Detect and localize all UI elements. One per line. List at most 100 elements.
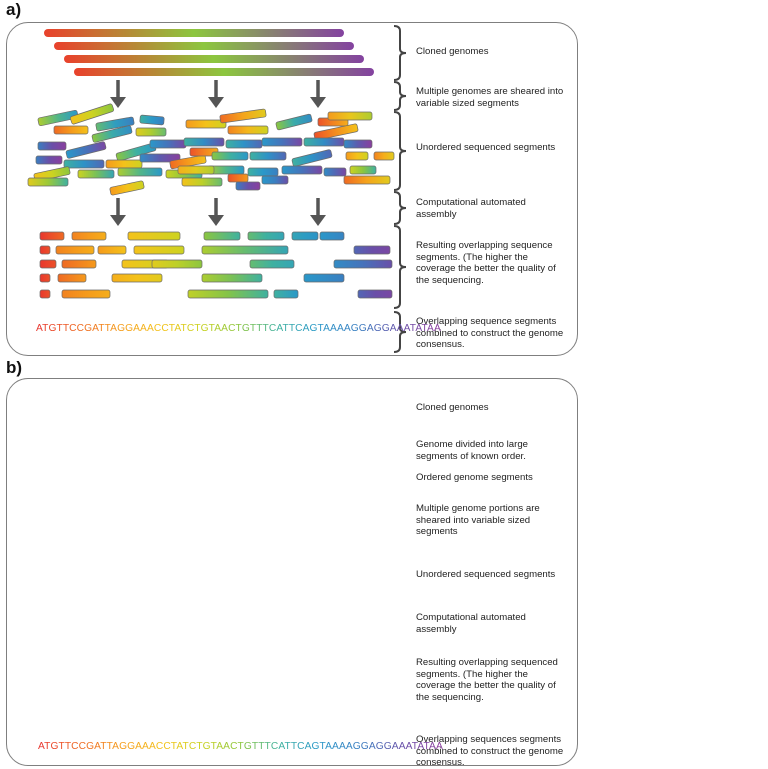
unordered-segment-a xyxy=(291,149,333,167)
arrow-a-shear-0 xyxy=(110,80,126,108)
unordered-segment-a xyxy=(345,151,369,161)
unordered-segment-a xyxy=(261,175,289,185)
unordered-segment-a xyxy=(225,139,263,149)
overlap-segment-a xyxy=(127,231,181,241)
overlap-segment-a xyxy=(357,289,393,299)
overlap-segment-a xyxy=(203,231,241,241)
step-a3-label: Unordered sequenced segments xyxy=(416,142,556,153)
overlap-segment-a xyxy=(39,259,57,269)
step-b3-label: Ordered genome segments xyxy=(416,472,533,483)
unordered-segment-a xyxy=(227,173,249,183)
consensus-sequence-b: ATGTTCCGATTAGGAAACCTATCTGTAACTGTTTCATTCA… xyxy=(38,741,443,752)
unordered-segment-a xyxy=(37,141,67,151)
unordered-segment-a xyxy=(247,167,279,177)
unordered-segment-a xyxy=(281,165,323,175)
step-a5-label: Resulting overlapping sequence segments.… xyxy=(416,240,556,286)
unordered-segment-a xyxy=(227,125,269,135)
panel-b xyxy=(6,378,578,766)
bracket-a5 xyxy=(393,225,407,309)
unordered-segment-a xyxy=(65,141,107,159)
panel-a-letter: a) xyxy=(6,0,22,19)
cloned-genome-a3 xyxy=(64,55,364,63)
unordered-segment-a xyxy=(303,137,345,147)
unordered-segment-a xyxy=(27,177,69,187)
unordered-segment-a xyxy=(211,151,249,161)
unordered-segment-a xyxy=(139,114,165,126)
cloned-genome-a2 xyxy=(54,42,354,50)
unordered-segment-a xyxy=(149,139,187,149)
bracket-a6 xyxy=(393,311,407,353)
unordered-segment-a xyxy=(249,151,287,161)
cloned-genome-a1 xyxy=(44,29,344,37)
overlap-segment-a xyxy=(291,231,319,241)
step-b1-label: Cloned genomes xyxy=(416,402,489,413)
panel-a xyxy=(6,22,578,356)
step-b2-label: Genome divided into large segments of kn… xyxy=(416,439,528,462)
step-a1-label: Cloned genomes xyxy=(416,46,489,57)
step-b7-label: Resulting overlapping sequenced segments… xyxy=(416,657,558,703)
arrow-a-assembly-1 xyxy=(208,198,224,226)
unordered-segment-a xyxy=(181,177,223,187)
bracket-a4 xyxy=(393,191,407,225)
consensus-sequence-a: ATGTTCCGATTAGGAAACCTATCTGTAACTGTTTCATTCA… xyxy=(36,323,441,334)
overlap-segment-a xyxy=(201,273,263,283)
overlap-segment-a xyxy=(273,289,299,299)
overlap-segment-a xyxy=(247,231,285,241)
unordered-segment-a xyxy=(261,137,303,147)
unordered-segment-a xyxy=(35,155,63,165)
unordered-segment-a xyxy=(275,113,313,131)
cloned-genome-a4 xyxy=(74,68,374,76)
overlap-segment-a xyxy=(39,289,51,299)
overlap-segment-a xyxy=(61,289,111,299)
overlap-segment-a xyxy=(39,273,51,283)
unordered-segment-a xyxy=(343,139,373,149)
unordered-segment-a xyxy=(37,109,79,127)
overlap-segment-a xyxy=(39,245,51,255)
bracket-a1 xyxy=(393,25,407,81)
unordered-segment-a xyxy=(185,119,227,129)
unordered-segment-a xyxy=(177,165,215,175)
arrow-a-assembly-2 xyxy=(310,198,326,226)
overlap-segment-a xyxy=(39,231,65,241)
overlap-segment-a xyxy=(71,231,107,241)
unordered-segment-a xyxy=(135,127,167,137)
step-b8-label: Overlapping sequences segments combined … xyxy=(416,734,564,768)
overlap-segment-a xyxy=(187,289,269,299)
unordered-segment-a xyxy=(343,175,391,185)
overlap-segment-a xyxy=(97,245,127,255)
overlap-segment-a xyxy=(111,273,163,283)
unordered-segment-a xyxy=(53,125,89,135)
arrow-a-shear-1 xyxy=(208,80,224,108)
unordered-segment-a xyxy=(91,125,133,143)
unordered-segment-a xyxy=(109,180,145,196)
unordered-segment-a xyxy=(235,181,261,191)
step-a2-label: Multiple genomes are sheared into variab… xyxy=(416,86,564,109)
overlap-segment-a xyxy=(353,245,391,255)
unordered-segment-a xyxy=(95,116,135,132)
unordered-segment-a xyxy=(323,167,347,177)
unordered-segment-a xyxy=(63,159,105,169)
arrow-a-shear-2 xyxy=(310,80,326,108)
overlap-segment-a xyxy=(249,259,295,269)
unordered-segment-a xyxy=(313,123,359,141)
overlap-segment-a xyxy=(333,259,393,269)
overlap-segment-a xyxy=(61,259,97,269)
overlap-segment-a xyxy=(55,245,95,255)
overlap-segment-a xyxy=(319,231,345,241)
unordered-segment-a xyxy=(349,165,377,175)
unordered-segment-a xyxy=(105,159,143,169)
overlap-segment-a xyxy=(133,245,185,255)
panel-b-letter: b) xyxy=(6,358,23,377)
unordered-segment-a xyxy=(219,108,267,124)
overlap-segment-a xyxy=(151,259,203,269)
step-b6-label: Computational automated assembly xyxy=(416,612,526,635)
step-b5-label: Unordered sequenced segments xyxy=(416,569,556,580)
overlap-segment-a xyxy=(201,245,289,255)
bracket-a2 xyxy=(393,81,407,111)
unordered-segment-a xyxy=(117,167,163,177)
unordered-segment-a xyxy=(77,169,115,179)
unordered-segment-a xyxy=(70,103,114,125)
unordered-segment-a xyxy=(373,151,395,161)
overlap-segment-a xyxy=(303,273,345,283)
step-a4-label: Computational automated assembly xyxy=(416,197,526,220)
